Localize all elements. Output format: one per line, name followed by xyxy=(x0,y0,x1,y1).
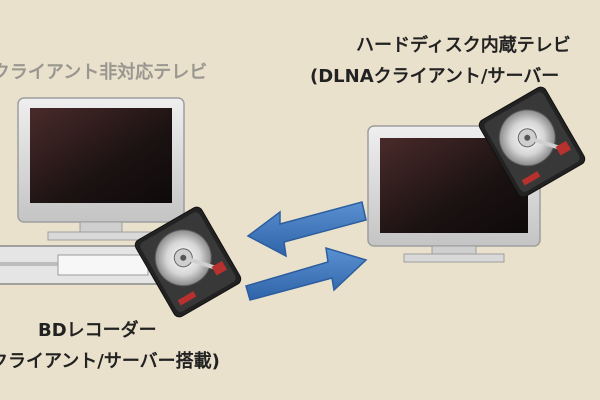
left-tv-label: Aクライアント非対応テレビ xyxy=(0,62,208,83)
bd-recorder-label-line1: BDレコーダー xyxy=(38,320,157,341)
bd-recorder-label-line2: クライアント/サーバー搭載) xyxy=(0,351,220,372)
bd-hdd xyxy=(134,206,242,318)
arrow-to-recorder xyxy=(246,201,367,258)
tv-hdd xyxy=(478,86,586,198)
left-tv xyxy=(17,97,185,241)
arrow-to-tv xyxy=(245,246,368,301)
right-tv-label-line1: ハードディスク内蔵テレビ xyxy=(356,35,571,56)
right-tv-label-line2: (DLNAクライアント/サーバー xyxy=(310,66,560,87)
